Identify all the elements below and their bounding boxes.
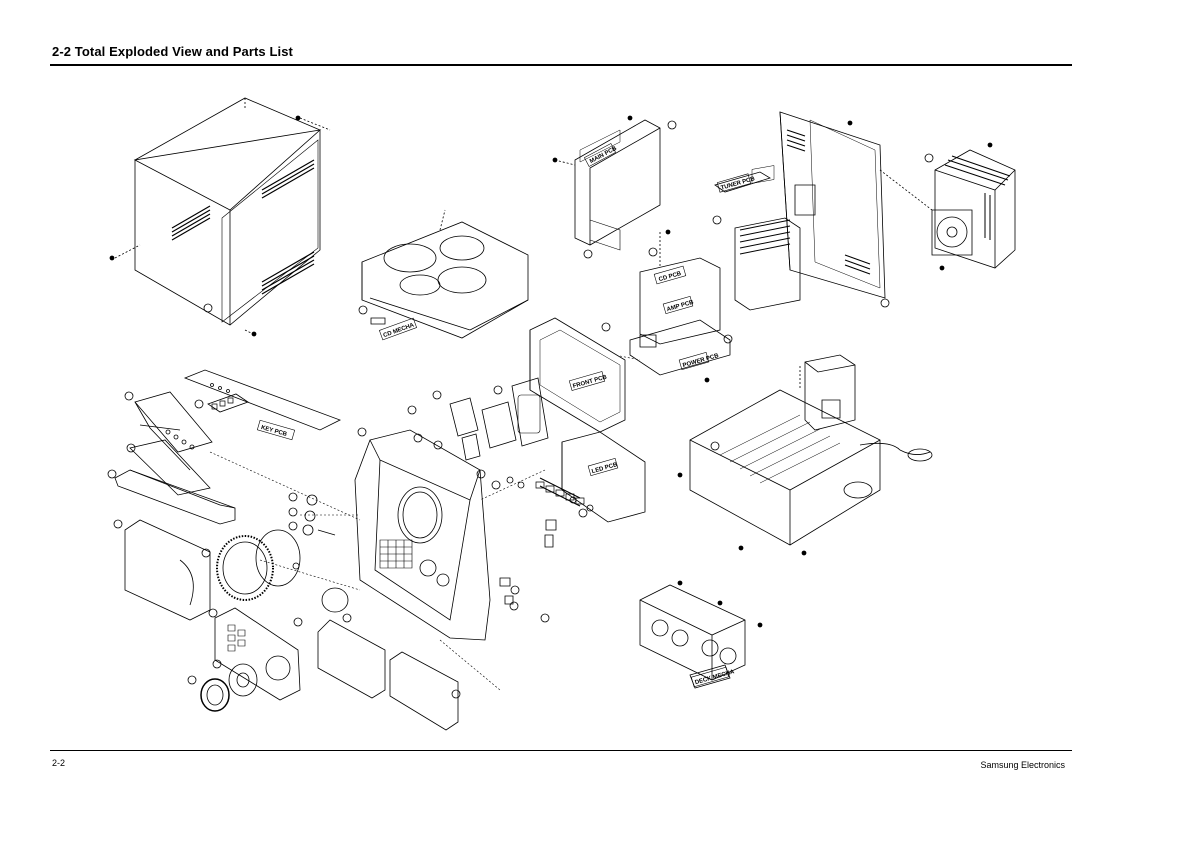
cd-mecha-assembly	[359, 210, 528, 338]
footer-company: Samsung Electronics	[980, 760, 1065, 770]
pcb-label-tags: MAIN PCB TUNER PCB FRONT PCB AMP PCB POW…	[257, 144, 756, 687]
leader-lines	[210, 356, 640, 690]
volume-ring	[202, 530, 300, 600]
cd-pcb-bracket	[494, 378, 548, 446]
heatsink	[713, 216, 800, 310]
power-pcb-label: POWER PCB	[682, 353, 720, 369]
header-rule	[50, 64, 1072, 66]
left-side-parts	[108, 370, 340, 524]
footer-rule	[50, 750, 1072, 751]
chassis-assembly	[678, 355, 932, 555]
deck-mecha-assembly	[640, 581, 762, 688]
amp-pcb-assembly	[630, 230, 732, 382]
led-pcb-assembly	[540, 432, 645, 522]
cd-mecha-label: CD MECHA	[383, 322, 416, 339]
cassette-doors	[294, 614, 460, 730]
front-panel-assembly	[355, 428, 490, 640]
panel-switch-boards	[408, 391, 524, 489]
fan-assembly	[880, 143, 1015, 270]
brackets	[293, 563, 549, 622]
rear-panel-assembly	[715, 112, 889, 307]
door-assembly	[114, 520, 210, 620]
cd-pcb-label: CD PCB	[658, 271, 682, 283]
cabinet-assembly	[110, 98, 330, 336]
front-pcb-label: FRONT PCB	[572, 374, 608, 390]
jack-assembly	[289, 493, 335, 535]
front-pcb-assembly	[530, 318, 625, 432]
main-pcb-assembly	[553, 116, 676, 258]
knob-assembly	[188, 588, 348, 711]
page-title: 2-2 Total Exploded View and Parts List	[52, 44, 293, 59]
key-switches	[536, 482, 587, 547]
page-number: 2-2	[52, 758, 66, 768]
amp-pcb-label: AMP PCB	[666, 300, 695, 314]
control-panel-lower	[209, 608, 300, 700]
